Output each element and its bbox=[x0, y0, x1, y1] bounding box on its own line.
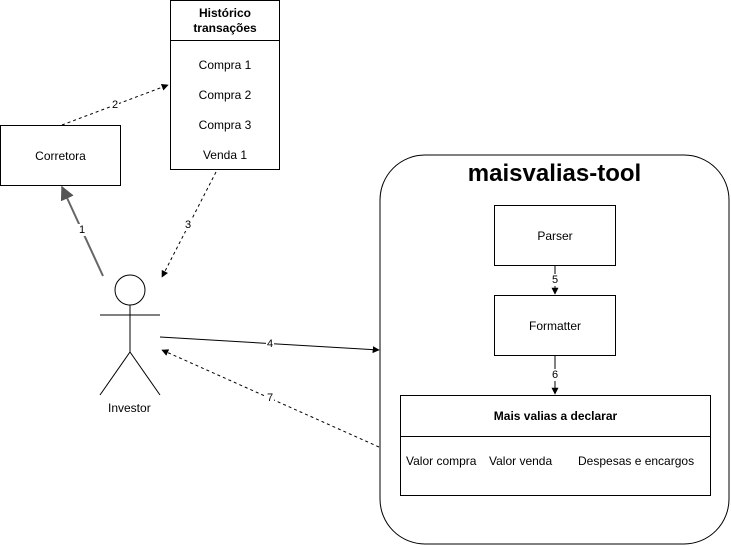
tool-title: maisvalias-tool bbox=[467, 160, 642, 187]
corretora-box: Corretora bbox=[0, 125, 121, 186]
edge-label-1: 1 bbox=[78, 224, 87, 236]
investor-actor-icon bbox=[99, 274, 161, 396]
mais-valias-header: Mais valias a declarar bbox=[401, 396, 710, 437]
formatter-box: Formatter bbox=[494, 295, 616, 356]
parser-box: Parser bbox=[494, 205, 616, 266]
investor-label: Investor bbox=[108, 401, 151, 415]
edge-7-tool-to-investor bbox=[161, 349, 380, 448]
historico-item: Compra 2 bbox=[198, 88, 252, 102]
historico-item: Compra 1 bbox=[198, 58, 252, 72]
edge-label-6: 6 bbox=[551, 369, 560, 381]
edge-label-3: 3 bbox=[184, 219, 193, 231]
edge-label-7: 7 bbox=[266, 392, 275, 404]
historico-item: Compra 3 bbox=[198, 118, 252, 132]
edge-label-2: 2 bbox=[111, 99, 120, 111]
parser-label: Parser bbox=[537, 228, 573, 243]
column-valor-venda: Valor venda bbox=[489, 454, 553, 468]
edge-label-4: 4 bbox=[266, 338, 275, 350]
edge-3-historico-to-investor bbox=[161, 171, 217, 278]
edge-label-5: 5 bbox=[551, 274, 560, 286]
corretora-label: Corretora bbox=[35, 148, 86, 163]
column-despesas-encargos: Despesas e encargos bbox=[578, 454, 695, 468]
historico-title: Histórico transações bbox=[193, 5, 257, 35]
historico-header: Histórico transações bbox=[171, 1, 279, 41]
mais-valias-table: Mais valias a declarar Valor compra Valo… bbox=[400, 395, 711, 496]
column-valor-compra: Valor compra bbox=[406, 454, 477, 468]
historico-transacoes-list: Histórico transações Compra 1 Compra 2 C… bbox=[170, 0, 280, 170]
formatter-label: Formatter bbox=[528, 318, 581, 333]
historico-item: Venda 1 bbox=[202, 148, 248, 162]
mais-valias-title: Mais valias a declarar bbox=[493, 409, 618, 423]
